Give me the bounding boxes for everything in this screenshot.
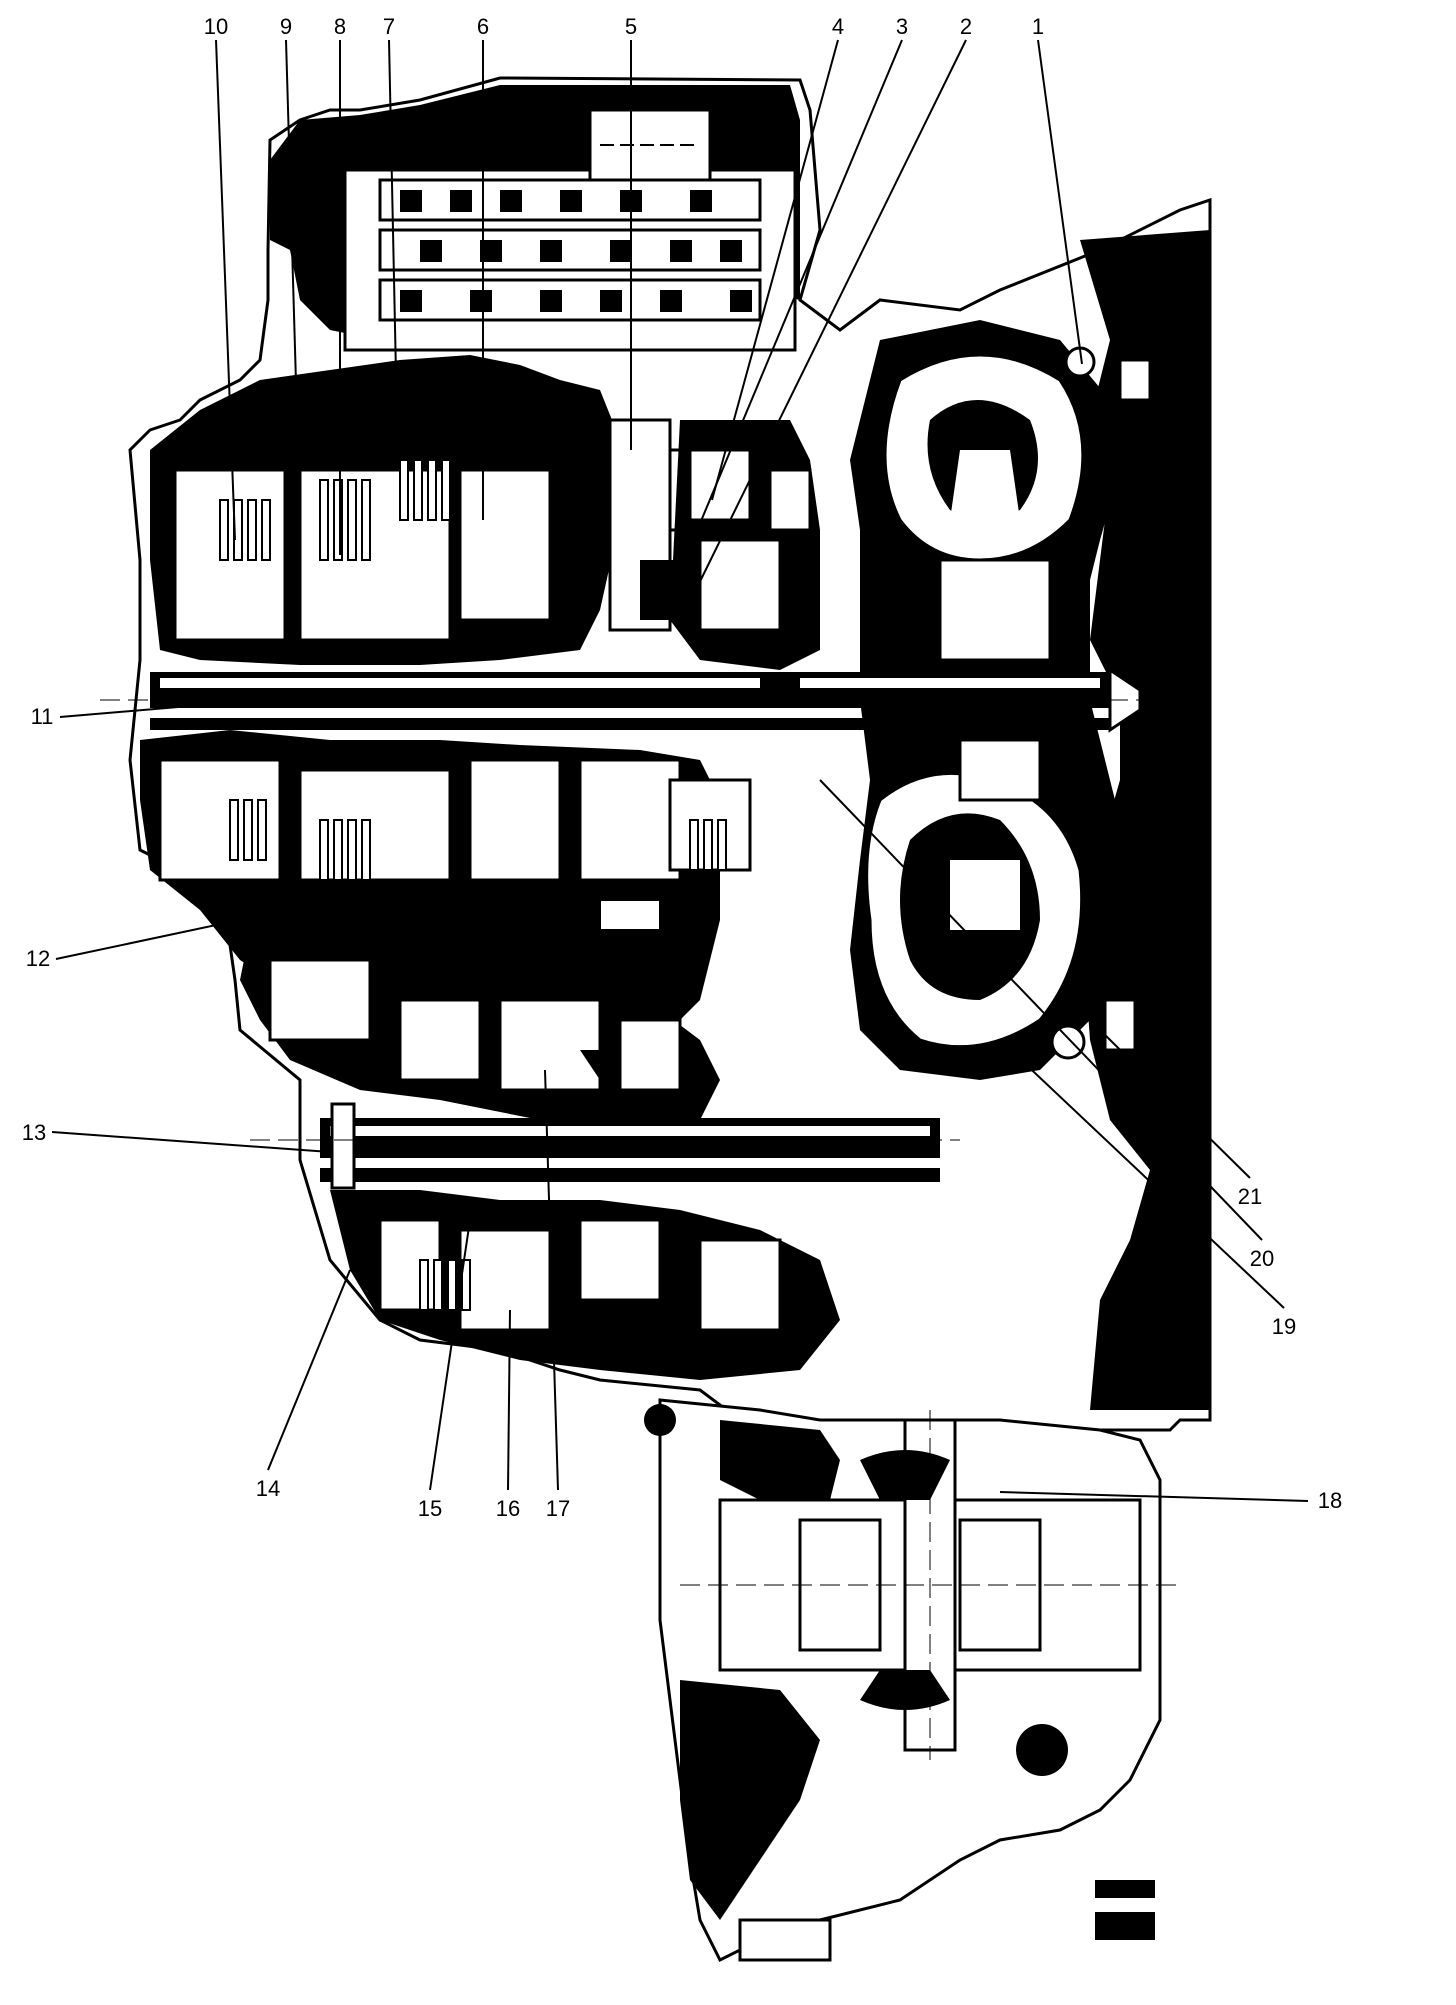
callout-16: 16 — [496, 1496, 520, 1521]
callout-labels: 1 2 3 4 5 6 7 8 9 10 11 12 13 14 15 16 1… — [22, 14, 1342, 1521]
callout-7: 7 — [383, 14, 395, 39]
callout-8: 8 — [334, 14, 346, 39]
leader-lines — [51, 39, 1309, 1502]
callout-15: 15 — [418, 1496, 442, 1521]
upper-clutch-assembly — [150, 355, 727, 665]
callout-5: 5 — [625, 14, 637, 39]
callout-18: 18 — [1318, 1488, 1342, 1513]
callout-4: 4 — [832, 14, 844, 39]
differential-assembly — [644, 1398, 1180, 1963]
callout-13: 13 — [22, 1120, 46, 1145]
callout-11: 11 — [31, 704, 54, 729]
callout-9: 9 — [280, 14, 292, 39]
callout-2: 2 — [960, 14, 972, 39]
final-drive-gears — [330, 1190, 840, 1380]
output-shaft — [250, 1102, 960, 1190]
planetary-gear-set — [240, 930, 720, 1130]
callout-12: 12 — [26, 946, 50, 971]
oil-pump-area — [670, 420, 820, 670]
callout-10: 10 — [204, 14, 228, 39]
input-shaft — [100, 667, 1160, 733]
callout-6: 6 — [477, 14, 489, 39]
callout-20: 20 — [1250, 1246, 1274, 1271]
callout-3: 3 — [896, 14, 908, 39]
callout-17: 17 — [546, 1496, 570, 1521]
callout-14: 14 — [256, 1476, 280, 1501]
callout-21: 21 — [1238, 1184, 1262, 1209]
valve-body — [270, 85, 800, 352]
callout-1: 1 — [1032, 14, 1044, 39]
callout-19: 19 — [1272, 1314, 1296, 1339]
converter-housing-casting — [1080, 230, 1210, 1410]
